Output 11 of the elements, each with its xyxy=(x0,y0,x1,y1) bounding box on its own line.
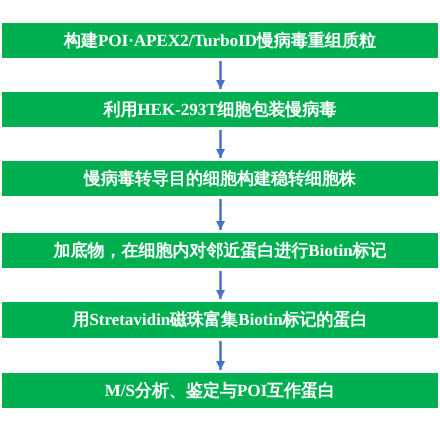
process-box: 构建POI·APEX2/TurboID慢病毒重组质粒 xyxy=(2,23,438,58)
arrow xyxy=(216,271,225,299)
arrow xyxy=(216,199,225,230)
process-box: 利用HEK-293T细胞包装慢病毒 xyxy=(2,92,438,127)
arrow xyxy=(216,130,225,158)
arrow xyxy=(216,61,225,89)
process-box: 加底物，在细胞内对邻近蛋白进行Biotin标记 xyxy=(2,233,438,268)
process-box: 慢病毒转导目的细胞构建稳转细胞株 xyxy=(2,161,438,196)
process-box: 用Stretavidin磁珠富集Biotin标记的蛋白 xyxy=(2,302,438,338)
arrow xyxy=(216,341,225,370)
process-box: M/S分析、鉴定与POI互作蛋白 xyxy=(2,373,438,408)
